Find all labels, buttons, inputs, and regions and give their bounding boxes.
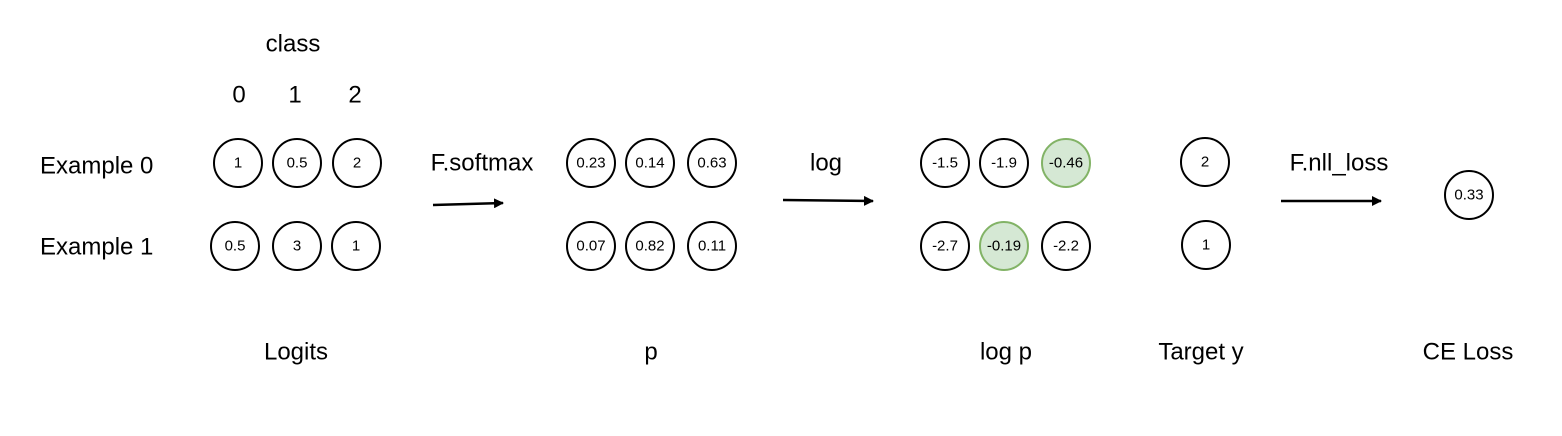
target-node-r1-circle — [1181, 220, 1231, 270]
prob-node-r0-c2: 0.63 — [687, 138, 737, 188]
value-nodes: 1 0.5 2 0.5 3 1 0.23 0.14 0.63 0.07 0.82 0.11 -1.5 -1… — [210, 137, 1494, 271]
prob-node-r1-c2-value: 0.11 — [698, 238, 726, 255]
prob-node-r0-c0-circle — [566, 138, 616, 188]
caption-target-y: Target y — [1158, 339, 1243, 366]
prob-node-r1-c0: 0.07 — [566, 221, 616, 271]
class-index-2: 2 — [348, 82, 361, 109]
logit-node-r1-c2-value: 1 — [352, 238, 360, 255]
prob-node-r1-c0-circle — [566, 221, 616, 271]
logp-node-r0-c2: -0.46 — [1041, 138, 1091, 188]
logit-node-r0-c2-value: 2 — [353, 155, 361, 172]
logp-node-r1-c2-circle — [1041, 221, 1091, 271]
prob-node-r0-c1: 0.14 — [625, 138, 675, 188]
logit-node-r0-c1-circle — [272, 138, 322, 188]
logit-node-r0-c0-value: 1 — [234, 155, 242, 172]
caption-ce-loss: CE Loss — [1423, 339, 1514, 366]
target-node-r0-circle — [1180, 137, 1230, 187]
logp-node-r0-c2-circle — [1041, 138, 1091, 188]
prob-node-r1-c2: 0.11 — [687, 221, 737, 271]
logit-node-r0-c0-circle — [213, 138, 263, 188]
caption-log-p: log p — [980, 339, 1032, 366]
logit-node-r0-c2: 2 — [332, 138, 382, 188]
logp-node-r0-c1: -1.9 — [979, 138, 1029, 188]
prob-node-r0-c1-circle — [625, 138, 675, 188]
logit-node-r1-c0-circle — [210, 221, 260, 271]
logit-node-r0-c0: 1 — [213, 138, 263, 188]
logp-node-r0-c0: -1.5 — [920, 138, 970, 188]
logit-node-r1-c2-circle — [331, 221, 381, 271]
nll-loss-label: F.nll_loss — [1290, 150, 1389, 177]
row-label-example-0: Example 0 — [40, 153, 153, 180]
logit-node-r1-c0: 0.5 — [210, 221, 260, 271]
ce-loss-node-circle — [1444, 170, 1494, 220]
prob-node-r0-c2-value: 0.63 — [697, 155, 726, 172]
logp-node-r0-c1-value: -1.9 — [991, 155, 1017, 172]
target-node-r0: 2 — [1180, 137, 1230, 187]
row-label-example-1: Example 1 — [40, 234, 153, 261]
log-arrow — [782, 195, 874, 206]
logp-node-r0-c2-value: -0.46 — [1049, 155, 1083, 172]
ce-loss-node: 0.33 — [1444, 170, 1494, 220]
caption-logits: Logits — [264, 339, 328, 366]
logp-node-r0-c0-value: -1.5 — [932, 155, 958, 172]
prob-node-r0-c1-value: 0.14 — [635, 155, 664, 172]
logit-node-r1-c1-value: 3 — [293, 238, 301, 255]
class-label: class — [266, 31, 321, 58]
logp-node-r1-c1-value: -0.19 — [987, 238, 1021, 255]
prob-node-r1-c2-circle — [687, 221, 737, 271]
logp-node-r1-c0-value: -2.7 — [932, 238, 958, 255]
logit-node-r1-c2: 1 — [331, 221, 381, 271]
logp-node-r1-c2-value: -2.2 — [1053, 238, 1079, 255]
logit-node-r1-c1-circle — [272, 221, 322, 271]
ce-loss-node-value: 0.33 — [1454, 187, 1483, 204]
caption-p: p — [644, 339, 657, 366]
logit-node-r0-c1: 0.5 — [272, 138, 322, 188]
logit-node-r1-c0-value: 0.5 — [225, 238, 246, 255]
logp-node-r0-c1-circle — [979, 138, 1029, 188]
logp-node-r1-c1-circle — [979, 221, 1029, 271]
target-node-r1: 1 — [1181, 220, 1231, 270]
logit-node-r0-c2-circle — [332, 138, 382, 188]
prob-node-r0-c0-value: 0.23 — [576, 155, 605, 172]
class-index-1: 1 — [288, 82, 301, 109]
log-label: log — [810, 150, 842, 177]
prob-node-r1-c0-value: 0.07 — [576, 238, 605, 255]
prob-node-r1-c1: 0.82 — [625, 221, 675, 271]
logit-node-r1-c1: 3 — [272, 221, 322, 271]
logit-node-r0-c1-value: 0.5 — [287, 155, 308, 172]
prob-node-r1-c1-circle — [625, 221, 675, 271]
logp-node-r1-c1: -0.19 — [979, 221, 1029, 271]
softmax-label: F.softmax — [431, 150, 534, 177]
logp-node-r1-c0: -2.7 — [920, 221, 970, 271]
prob-node-r0-c2-circle — [687, 138, 737, 188]
class-index-0: 0 — [232, 82, 245, 109]
prob-node-r1-c1-value: 0.82 — [635, 238, 664, 255]
logp-node-r1-c2: -2.2 — [1041, 221, 1091, 271]
prob-node-r0-c0: 0.23 — [566, 138, 616, 188]
target-node-r0-value: 2 — [1201, 154, 1209, 171]
softmax-arrow — [432, 198, 504, 209]
logp-node-r0-c0-circle — [920, 138, 970, 188]
logp-node-r1-c0-circle — [920, 221, 970, 271]
target-node-r1-value: 1 — [1202, 237, 1210, 254]
